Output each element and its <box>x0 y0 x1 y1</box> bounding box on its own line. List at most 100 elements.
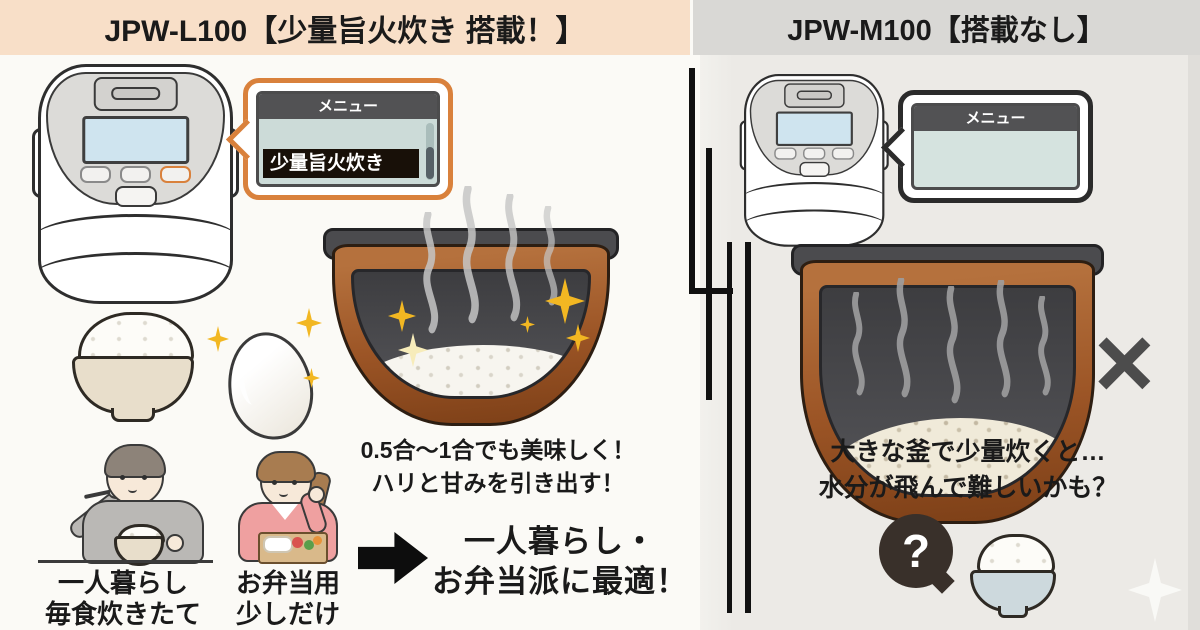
cooker-body <box>38 64 233 304</box>
steam-icon <box>462 186 479 324</box>
bento-rice <box>263 536 293 553</box>
left-panel-header: JPW-L100【少量旨火炊き 搭載！】 <box>0 0 690 55</box>
left-pot-caption-line1: 0.5合〜1合でも美味しく！ <box>360 437 636 463</box>
cooker-buttons <box>751 147 877 160</box>
steam-icon <box>996 280 1011 398</box>
cooker-lid-handle <box>796 90 832 100</box>
man-eating-illustration <box>38 444 218 566</box>
cooker-lid <box>93 77 178 111</box>
man-hair <box>104 444 166 478</box>
persona-single-line1: 一人暮らし <box>57 568 188 598</box>
rice-bowl-icon-right <box>970 534 1056 620</box>
cooker-control-panel <box>46 72 225 207</box>
sparkle-icon <box>207 326 229 352</box>
woman-hair <box>256 451 316 483</box>
divider-line <box>745 242 751 613</box>
menu-scrollbar <box>426 123 434 180</box>
divider-line <box>689 288 733 294</box>
cooker-start-button <box>799 161 830 177</box>
steam-icon <box>423 212 439 334</box>
woman-hand <box>308 486 325 503</box>
cooker-seam <box>746 209 883 244</box>
woman-eye <box>292 480 297 485</box>
cooked-rice <box>354 344 588 396</box>
sparkle-icon <box>296 308 322 338</box>
steam-icon <box>1038 296 1051 396</box>
menu-screen-title: メニュー <box>914 106 1077 131</box>
cooker-lid <box>783 83 845 108</box>
steam-icon <box>543 206 558 306</box>
rice-cooker-illustration-left <box>32 64 239 304</box>
persona-bento-line2: 少しだけ <box>235 599 340 630</box>
persona-single-label: 一人暮らし 毎食炊きたて <box>28 568 218 630</box>
cooker-lid-handle <box>110 87 161 100</box>
man-mouth <box>128 486 137 493</box>
bowl-foot <box>111 408 155 422</box>
right-caption: 大きな釜で少量炊くと… 水分が飛んで難しいかも？ <box>778 434 1158 507</box>
persona-single-line2: 毎食炊きたて <box>44 599 201 630</box>
menu-screen-right: メニュー <box>911 103 1080 190</box>
left-pot-caption: 0.5合〜1合でも美味しく！ ハリと甘みを引き出す！ <box>348 434 648 501</box>
woman-mouth <box>279 490 288 497</box>
arrow-right-icon <box>358 531 428 585</box>
bento-food <box>292 537 303 548</box>
persona-bento-label: お弁当用 少しだけ <box>208 568 368 630</box>
cooker-start-button <box>114 186 157 207</box>
cooker-body <box>744 74 885 247</box>
divider-line <box>727 242 732 613</box>
conclusion-line2: お弁当派に最適！ <box>432 563 688 599</box>
left-panel-title: JPW-L100【少量旨火炊き 搭載！】 <box>104 14 586 48</box>
rice-cooker-illustration-right <box>739 74 889 247</box>
bento-food <box>313 536 322 545</box>
menu-screen-left: メニュー 少量旨火炊き <box>256 91 440 187</box>
rice-bowl-small <box>114 524 165 566</box>
question-bubble-icon: ? <box>879 514 953 588</box>
right-edge-strip <box>1188 0 1200 630</box>
menu-callout-left: メニュー 少量旨火炊き <box>225 78 453 200</box>
question-mark: ? <box>901 525 931 577</box>
bowl-cup <box>72 356 194 414</box>
cooker-button <box>774 147 797 160</box>
cooker-seam <box>746 182 883 217</box>
right-caption-line1: 大きな釜で少量炊くと… <box>830 438 1106 466</box>
bento-food <box>304 540 314 550</box>
divider-line <box>689 68 695 294</box>
man-eye <box>120 475 125 480</box>
steam-icon <box>505 194 521 322</box>
cooker-control-panel <box>749 79 879 177</box>
cooker-button <box>831 147 855 160</box>
cooker-button <box>120 166 151 183</box>
persona-bento-line1: お弁当用 <box>235 568 340 598</box>
cooker-button <box>803 147 826 160</box>
menu-selected-item: 少量旨火炊き <box>263 149 419 178</box>
cooker-lcd-screen <box>81 116 190 164</box>
divider-line <box>706 148 712 400</box>
menu-callout-right: メニュー <box>880 90 1093 203</box>
woman-bento-illustration <box>228 451 348 564</box>
steam-icon <box>946 286 961 404</box>
cooker-buttons <box>48 166 223 183</box>
menu-screen-title: メニュー <box>259 94 437 119</box>
right-panel-title: JPW-M100【搭載なし】 <box>787 14 1106 47</box>
steam-icon <box>896 278 911 398</box>
cooker-lcd-screen <box>775 111 853 146</box>
cooker-seam <box>41 214 230 263</box>
conclusion-line1: 一人暮らし・ <box>464 524 656 559</box>
pot-cavity <box>819 285 1076 497</box>
cross-icon: × <box>1094 305 1155 421</box>
woman-eye <box>272 480 277 485</box>
right-panel-header: JPW-M100【搭載なし】 <box>693 0 1200 55</box>
rice-grain-icon <box>219 325 321 447</box>
steam-icon <box>852 292 865 396</box>
cooker-button <box>80 166 111 183</box>
cooker-menu-button-highlighted <box>160 166 191 183</box>
right-caption-line2: 水分が飛んで難しいかも？ <box>818 474 1118 503</box>
man-hand <box>166 534 184 552</box>
left-pot-caption-line2: ハリと甘みを引き出す！ <box>371 470 625 497</box>
conclusion-text: 一人暮らし・ お弁当派に最適！ <box>420 522 700 601</box>
cooker-seam <box>41 251 230 301</box>
table-edge <box>38 560 213 563</box>
rice-bowl-icon-left <box>72 312 194 434</box>
man-eye <box>142 475 147 480</box>
